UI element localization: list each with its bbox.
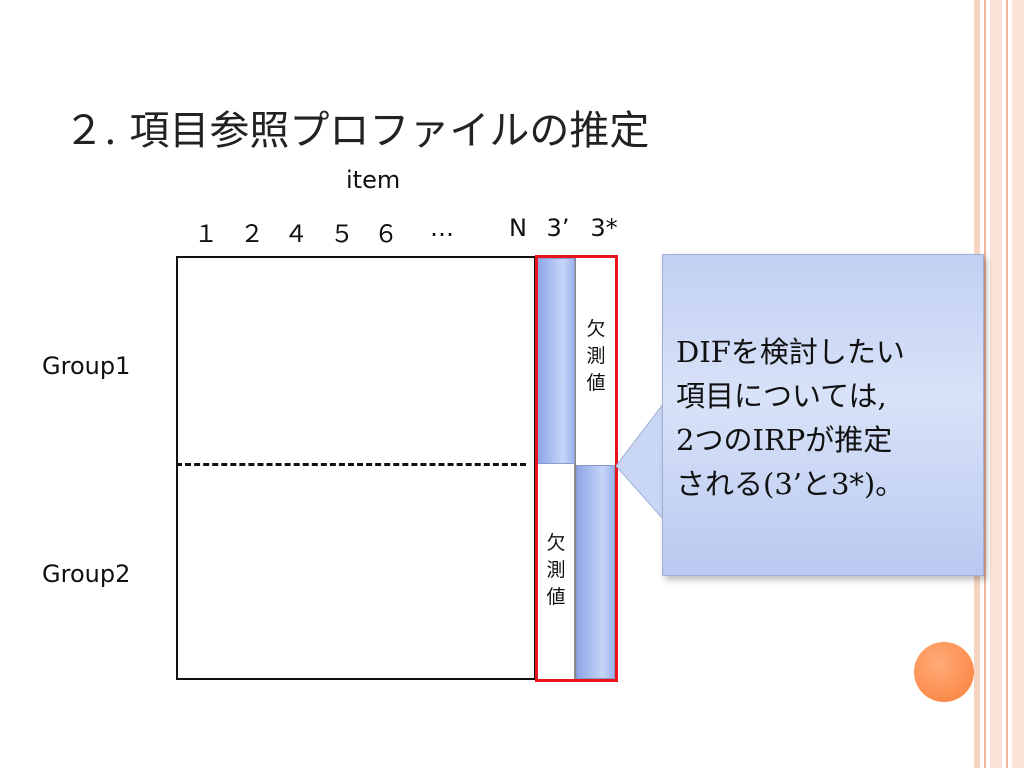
- decorative-circle: [914, 642, 974, 702]
- column-label-3-prime: 3’: [546, 214, 570, 242]
- missing-value-label-group1: 欠測値: [586, 318, 606, 394]
- group2-observed-bar: [576, 465, 615, 679]
- column-label-4: ４: [284, 220, 308, 248]
- slide-title: ２. 項目参照プロファイルの推定: [64, 108, 650, 154]
- callout-text: DIFを検討したい 項目については, 2つのIRPが推定 される(3’と3*)。: [676, 335, 905, 501]
- decorative-edge-stripe: [1006, 0, 1008, 768]
- column-label-5: ５: [330, 220, 354, 248]
- column-label-n: N: [509, 214, 527, 242]
- column-label-ellipsis: …: [430, 214, 454, 242]
- missing-value-label-group2: 欠測値: [546, 532, 566, 608]
- response-matrix: [176, 256, 536, 680]
- column-label-6: ６: [374, 220, 398, 248]
- group1-label: Group1: [42, 352, 131, 380]
- decorative-edge-stripe: [984, 0, 986, 768]
- group1-observed-bar: [537, 258, 575, 464]
- column-label-2: ２: [240, 220, 264, 248]
- highlight-frame: [535, 255, 618, 682]
- callout-pointer: [616, 404, 664, 521]
- decorative-edge-stripe: [990, 0, 1002, 768]
- group-divider: [176, 463, 526, 466]
- group2-label: Group2: [42, 560, 131, 588]
- item-axis-label: item: [346, 166, 401, 194]
- decorative-edge-stripe: [1012, 0, 1024, 768]
- column-label-1: １: [194, 220, 218, 248]
- column-label-3-star: 3*: [590, 214, 618, 242]
- callout-box: [662, 254, 984, 576]
